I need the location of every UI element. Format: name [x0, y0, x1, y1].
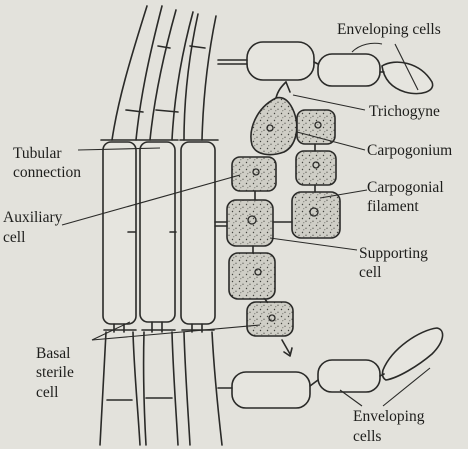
label-enveloping-top: Enveloping cells [337, 21, 441, 38]
label-tubular-1: Tubular [13, 145, 62, 162]
main-filaments [100, 6, 222, 445]
label-basal-3: cell [36, 384, 58, 401]
carpogonial-branch [215, 82, 340, 356]
label-carpogonial-1: Carpogonial [367, 179, 444, 196]
label-carpogonium: Carpogonium [367, 142, 452, 159]
label-enveloping-bottom-2: cells [353, 428, 381, 445]
label-auxiliary-2: cell [3, 229, 25, 246]
label-basal-2: sterile [36, 364, 74, 381]
label-supporting-1: Supporting [359, 245, 428, 262]
label-trichogyne: Trichogyne [369, 103, 440, 120]
enveloping-cells-top [218, 42, 433, 94]
label-enveloping-bottom-1: Enveloping [353, 408, 425, 425]
label-auxiliary-1: Auxiliary [3, 209, 63, 226]
label-tubular-2: connection [13, 164, 81, 181]
label-basal-1: Basal [36, 345, 70, 362]
enveloping-cells-bottom [218, 328, 443, 408]
label-supporting-2: cell [359, 264, 381, 281]
label-carpogonial-2: filament [367, 198, 419, 215]
